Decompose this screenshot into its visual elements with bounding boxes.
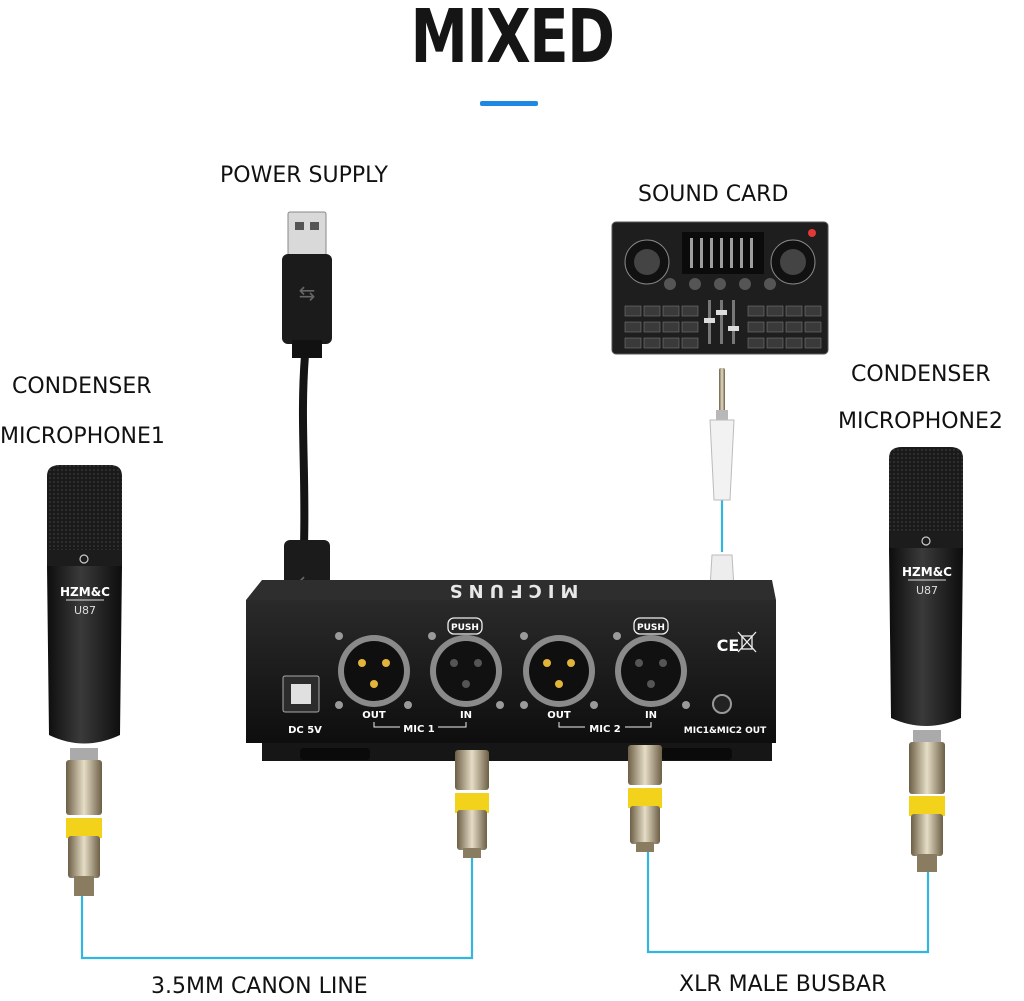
- xlr-plug-mic2-out: [628, 745, 662, 852]
- xlr-busbar-label: XLR MALE BUSBAR: [679, 972, 887, 997]
- push-label-1: PUSH: [451, 623, 479, 633]
- sound-card: [611, 221, 829, 355]
- output-label: MIC1&MIC2 OUT: [684, 726, 767, 736]
- mic2-label: MIC 2: [589, 724, 620, 735]
- mic2-label-line2: MICROPHONE2: [838, 409, 1003, 434]
- canon-line-label: 3.5MM CANON LINE: [151, 974, 368, 999]
- sound-card-label: SOUND CARD: [638, 182, 789, 207]
- dc-5v-label: DC 5V: [288, 725, 322, 736]
- title-accent-bar: [480, 101, 538, 106]
- mic1-label: MIC 1: [403, 724, 434, 735]
- brand-logo: MICFUNS: [444, 580, 579, 601]
- mic1-brand: HZM&C: [60, 585, 110, 599]
- mic2-model: U87: [916, 584, 938, 597]
- micfuns-interface: MICFUNS DC 5V PUSH PUSH OUT: [246, 580, 776, 761]
- power-supply-label: POWER SUPPLY: [220, 163, 388, 188]
- mic1-model: U87: [74, 604, 96, 617]
- ce-mark: CE: [717, 636, 740, 655]
- push-label-2: PUSH: [637, 623, 665, 633]
- svg-text:⇆: ⇆: [299, 281, 316, 305]
- xlr-plug-mic1-in: [455, 750, 489, 858]
- mic2-out-label: OUT: [547, 710, 571, 721]
- mic2-brand: HZM&C: [902, 565, 952, 579]
- mic1-label-line1: CONDENSER: [12, 374, 152, 399]
- mic1-label-line2: MICROPHONE1: [0, 424, 165, 449]
- mic2-in-label: IN: [645, 710, 657, 721]
- page-title: MIXED: [410, 0, 616, 80]
- mic2-label-line1: CONDENSER: [851, 362, 991, 387]
- condenser-microphone-1: HZM&C U87: [47, 465, 122, 896]
- weee-bin-icon: [737, 631, 757, 653]
- cyan-cables: [80, 500, 930, 960]
- mic1-out-label: OUT: [362, 710, 386, 721]
- mic1-in-label: IN: [460, 710, 472, 721]
- condenser-microphone-2: HZM&C U87: [889, 447, 963, 872]
